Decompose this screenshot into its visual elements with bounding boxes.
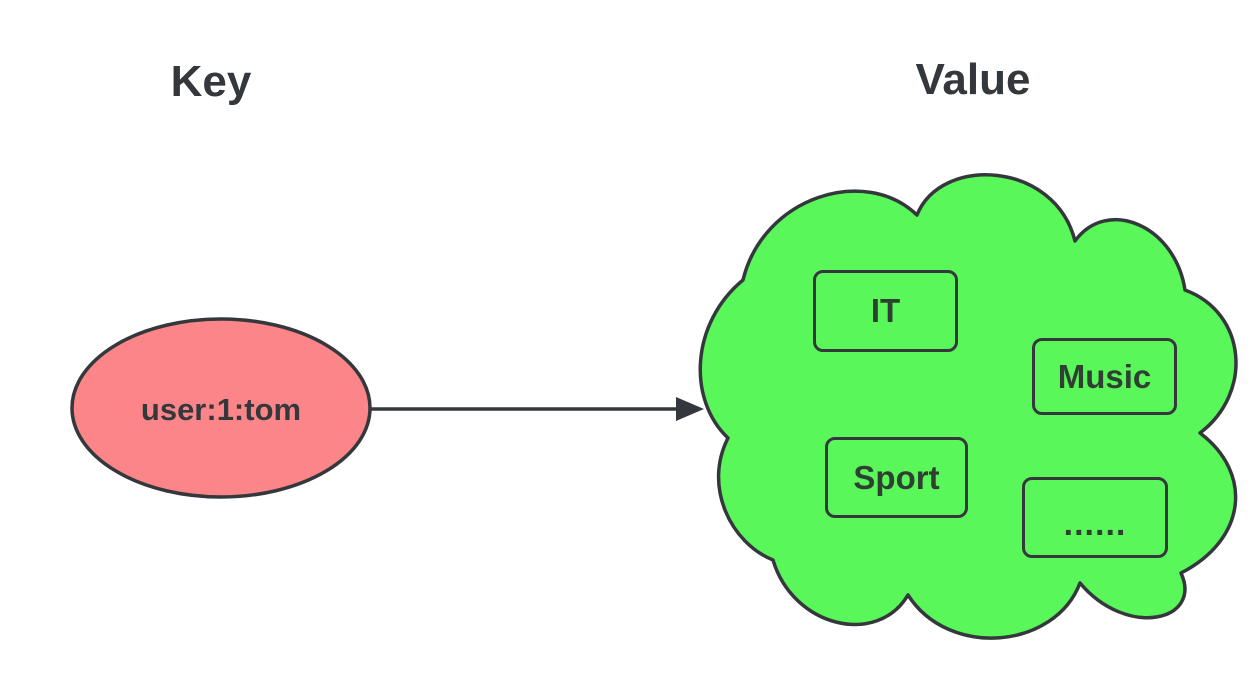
key-ellipse xyxy=(70,317,372,499)
key-node-label: user:1:tom xyxy=(140,392,302,427)
set-item-label: Sport xyxy=(853,458,940,496)
set-item-box-it: IT xyxy=(813,270,958,352)
arrow xyxy=(371,397,704,421)
value-cloud-group xyxy=(698,173,1238,640)
set-item-box-music: Music xyxy=(1032,338,1177,415)
set-item-label: ...... xyxy=(1063,505,1127,543)
value-heading: Value xyxy=(915,55,1031,104)
set-item-box-sport: Sport xyxy=(825,437,968,518)
set-item-label: IT xyxy=(870,292,901,329)
arrow-head xyxy=(676,397,704,421)
value-cloud xyxy=(698,173,1238,640)
set-item-box-ellipsis: ...... xyxy=(1022,477,1168,558)
key-heading: Key xyxy=(170,57,252,106)
set-item-label: Music xyxy=(1057,357,1152,395)
